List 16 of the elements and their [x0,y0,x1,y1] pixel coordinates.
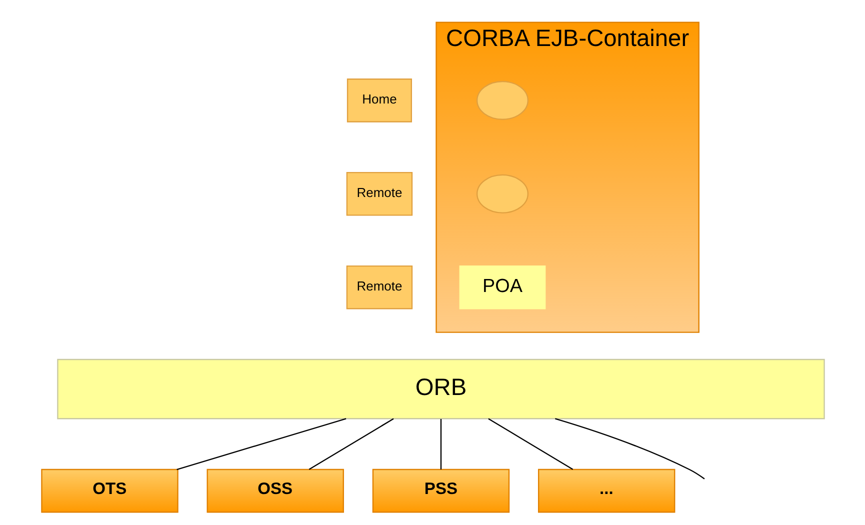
node-box: Remote [346,172,412,216]
node-circle [476,174,528,214]
connector [554,418,704,480]
node-box: POA [458,265,546,310]
connector [308,418,394,470]
connector [176,418,346,470]
node-box: OSS [206,468,344,513]
node-box: ... [537,468,675,513]
node-box: ORB [56,358,824,420]
connector [440,419,442,470]
node-box: Home [346,78,412,122]
node-box: OTS [40,468,178,513]
node-box: PSS [372,468,510,513]
node-box: Remote [346,265,412,310]
node-circle [476,80,528,120]
connector [488,418,573,470]
